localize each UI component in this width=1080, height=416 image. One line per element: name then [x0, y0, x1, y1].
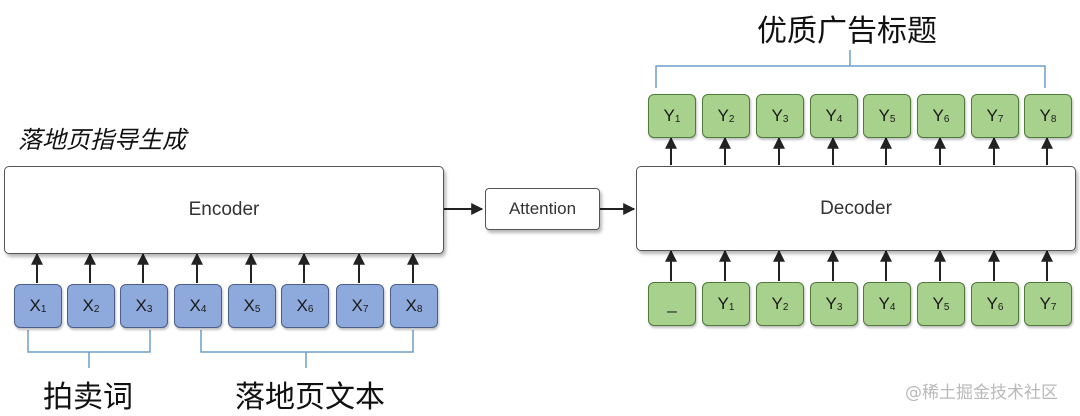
- token-variable: Y: [717, 294, 729, 313]
- token-variable: X: [135, 296, 147, 315]
- decoder-input-arrows: [665, 249, 1053, 281]
- token-variable: Y: [878, 106, 890, 125]
- token-subscript: 6: [307, 303, 314, 315]
- token-subscript: 4: [836, 113, 843, 125]
- decoder-box: Decoder: [636, 166, 1076, 251]
- section-label: 落地页指导生成: [18, 126, 186, 154]
- token-variable: Y: [932, 106, 944, 125]
- token-variable: _: [667, 294, 677, 313]
- decoder-output-arrows: [665, 136, 1053, 165]
- token-subscript: 1: [728, 301, 735, 313]
- auction-word-bracket: [27, 330, 151, 368]
- token-subscript: 4: [889, 301, 896, 313]
- bottom-label-auction-words: 拍卖词: [43, 380, 133, 415]
- token-variable: Y: [878, 294, 890, 313]
- token-variable: Y: [825, 106, 837, 125]
- encoder-box: Encoder: [4, 166, 444, 254]
- token-variable: X: [82, 296, 94, 315]
- attention-label: Attention: [508, 199, 577, 218]
- token-subscript: 1: [674, 113, 681, 125]
- token-variable: X: [405, 296, 417, 315]
- token-subscript: 7: [997, 113, 1004, 125]
- encoder-label: Encoder: [188, 199, 260, 220]
- token-subscript: 8: [416, 303, 423, 315]
- token-subscript: 2: [782, 301, 789, 313]
- token-subscript: 8: [1050, 113, 1057, 125]
- token-subscript: 5: [889, 113, 896, 125]
- token-variable: X: [29, 296, 41, 315]
- token-subscript: 2: [93, 303, 100, 315]
- token-subscript: 3: [782, 113, 789, 125]
- token-subscript: 6: [997, 301, 1004, 313]
- watermark: @稀土掘金技术社区: [905, 383, 1058, 403]
- token-variable: Y: [986, 294, 998, 313]
- token-variable: Y: [771, 106, 783, 125]
- token-variable: Y: [1039, 106, 1051, 125]
- token-subscript: 7: [1050, 301, 1057, 313]
- token-variable: Y: [1039, 294, 1051, 313]
- token-subscript: 3: [836, 301, 843, 313]
- token-variable: Y: [825, 294, 837, 313]
- decoder-input-token: _: [648, 282, 696, 326]
- token-subscript: 7: [362, 303, 369, 315]
- token-subscript: 5: [943, 301, 950, 313]
- top-bracket: [655, 50, 1046, 88]
- decoder-label: Decoder: [820, 197, 892, 219]
- attention-box: Attention: [485, 188, 600, 230]
- token-subscript: 2: [728, 113, 735, 125]
- token-variable: Y: [986, 106, 998, 125]
- token-variable: Y: [771, 294, 783, 313]
- token-variable: X: [243, 296, 255, 315]
- encoder-input-arrows: [31, 252, 419, 283]
- token-variable: Y: [717, 106, 729, 125]
- token-variable: X: [296, 296, 308, 315]
- bottom-label-landing-text: 落地页文本: [235, 380, 385, 415]
- token-variable: Y: [932, 294, 944, 313]
- token-variable: X: [189, 296, 201, 315]
- token-variable: X: [351, 296, 363, 315]
- title-top: 优质广告标题: [757, 14, 937, 49]
- token-variable: Y: [663, 106, 675, 125]
- token-subscript: 5: [254, 303, 261, 315]
- token-subscript: 3: [146, 303, 153, 315]
- landing-text-bracket: [200, 330, 414, 368]
- token-subscript: 6: [943, 113, 950, 125]
- token-subscript: 1: [40, 303, 47, 315]
- token-subscript: 4: [200, 303, 207, 315]
